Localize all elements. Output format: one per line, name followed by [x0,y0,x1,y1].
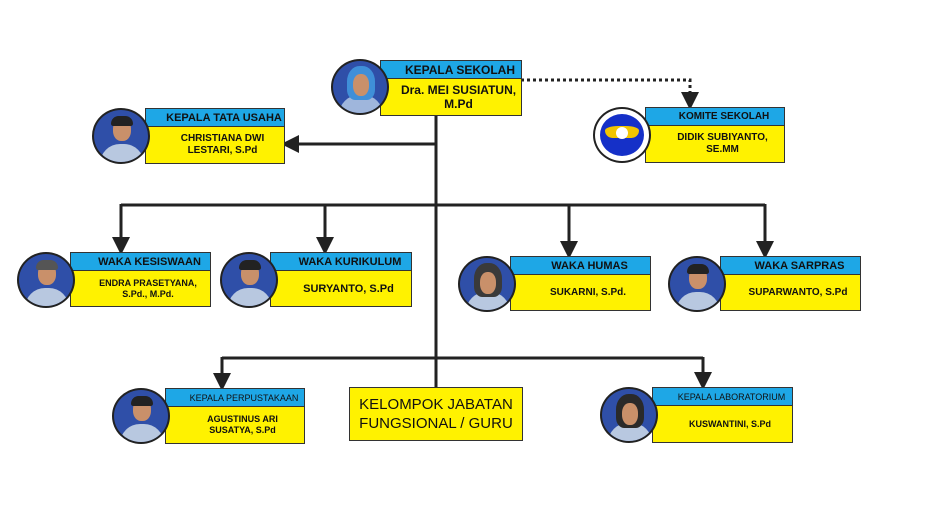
group-label-line2: FUNGSIONAL / GURU [359,415,513,432]
person-name: CHRISTIANA DWI LESTARI, S.Pd [180,133,265,156]
person-name: SUKARNI, S.Pd. [549,286,627,298]
avatar [92,108,150,164]
position-title: KEPALA PERPUSTAKAAN [166,389,304,407]
school-emblem-icon [593,107,651,163]
kepala-perpustakaan-card: KEPALA PERPUSTAKAAN AGUSTINUS ARI SUSATY… [165,388,305,444]
position-title: KEPALA TATA USAHA [146,109,284,127]
position-title: WAKA HUMAS [511,257,650,275]
person-name: DIDIK SUBIYANTO, SE.MM [677,132,768,155]
waka-sarpras-card: WAKA SARPRAS SUPARWANTO, S.Pd [720,256,861,311]
kelompok-jabatan-fungsional-box: KELOMPOK JABATAN FUNGSIONAL / GURU [349,387,523,441]
position-title: WAKA KURIKULUM [271,253,411,271]
person-name: SUPARWANTO, S.Pd [748,286,848,298]
position-title: WAKA SARPRAS [721,257,860,275]
group-label-line1: KELOMPOK JABATAN [359,396,513,413]
person-name: SURYANTO, S.Pd [303,282,394,295]
person-name: Dra. MEI SUSIATUN, M.Pd [400,83,517,111]
komite-sekolah-card: KOMITE SEKOLAH DIDIK SUBIYANTO, SE.MM [645,107,785,163]
avatar [331,59,389,115]
avatar [458,256,516,312]
kepala-laboratorium-card: KEPALA LABORATORIUM KUSWANTINI, S.Pd [652,387,793,443]
avatar [668,256,726,312]
position-title: WAKA KESISWAAN [71,253,210,271]
avatar [112,388,170,444]
avatar [220,252,278,308]
person-name: KUSWANTINI, S.Pd [688,419,771,429]
waka-humas-card: WAKA HUMAS SUKARNI, S.Pd. [510,256,651,311]
avatar [600,387,658,443]
position-title: KEPALA SEKOLAH [381,61,521,79]
waka-kurikulum-card: WAKA KURIKULUM SURYANTO, S.Pd [270,252,412,307]
kepala-tata-usaha-card: KEPALA TATA USAHA CHRISTIANA DWI LESTARI… [145,108,285,164]
position-title: KOMITE SEKOLAH [646,108,784,126]
avatar [17,252,75,308]
person-name: ENDRA PRASETYANA, S.Pd., M.Pd. [99,277,197,299]
position-title: KEPALA LABORATORIUM [653,388,792,406]
kepala-sekolah-card: KEPALA SEKOLAH Dra. MEI SUSIATUN, M.Pd [380,60,522,116]
waka-kesiswaan-card: WAKA KESISWAAN ENDRA PRASETYANA, S.Pd., … [70,252,211,307]
person-name: AGUSTINUS ARI SUSATYA, S.Pd [207,414,278,435]
